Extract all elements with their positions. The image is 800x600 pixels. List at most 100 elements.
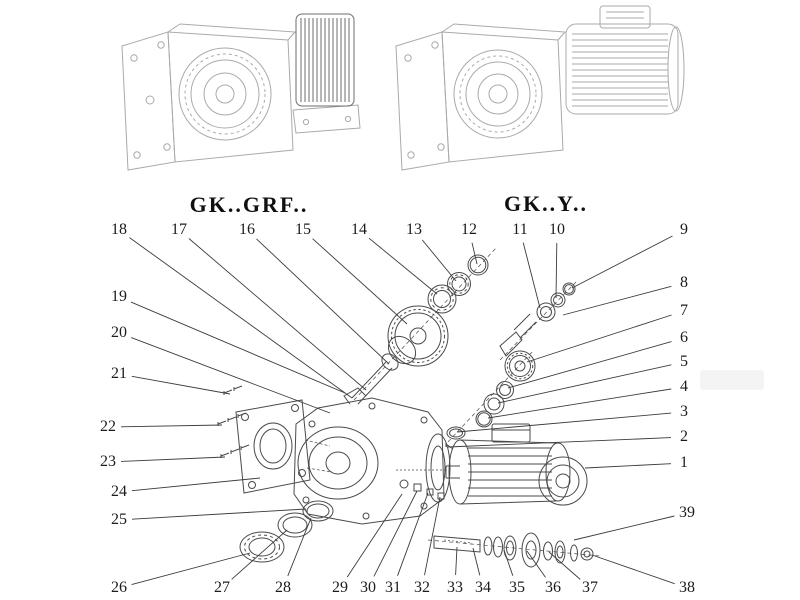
part-number-20: 20 (111, 324, 127, 341)
leader-line-36 (526, 550, 546, 578)
leader-line-9 (571, 235, 673, 289)
electric-motor (445, 423, 588, 506)
part-number-13: 13 (406, 221, 422, 238)
part-number-30: 30 (360, 579, 376, 596)
leader-line-39 (573, 515, 675, 541)
part-number-22: 22 (100, 418, 116, 435)
assembly-drawing-gk-grf (121, 13, 361, 171)
part-number-19: 19 (111, 288, 127, 305)
part-number-32: 32 (414, 579, 430, 596)
leader-line-10 (555, 242, 558, 299)
spur-gear (504, 350, 536, 382)
part-number-33: 33 (447, 579, 463, 596)
leader-line-26 (131, 552, 251, 586)
exploded-view (217, 247, 601, 568)
part-number-29: 29 (332, 579, 348, 596)
part-number-27: 27 (214, 579, 230, 596)
leader-line-18 (129, 237, 353, 399)
leader-line-28 (287, 517, 312, 577)
leader-line-29 (346, 493, 403, 578)
retaining-ring (467, 254, 489, 276)
part-number-23: 23 (100, 453, 116, 470)
leader-line-5 (497, 364, 672, 404)
leader-line-7 (526, 314, 672, 363)
part-number-25: 25 (111, 511, 127, 528)
part-number-16: 16 (239, 221, 255, 238)
leader-line-21 (131, 375, 231, 395)
intermediate-gear-stack (445, 350, 536, 450)
motor-assembled (565, 5, 685, 115)
leader-line-24 (131, 477, 261, 492)
leader-line-31 (397, 492, 429, 576)
leader-line-11 (522, 242, 541, 309)
part-number-18: 18 (111, 221, 127, 238)
leader-line-25 (131, 508, 307, 520)
leader-line-8 (562, 285, 672, 316)
leader-line-34 (472, 547, 481, 576)
model-label-gk-y: GK..Y.. (503, 191, 589, 216)
part-number-9: 9 (680, 221, 688, 238)
part-number-12: 12 (461, 221, 477, 238)
part-number-38: 38 (679, 579, 695, 596)
output-bearing-and-rings (239, 500, 334, 563)
part-number-17: 17 (171, 221, 187, 238)
gear-housing (293, 387, 451, 525)
part-number-28: 28 (275, 579, 291, 596)
leader-line-19 (130, 301, 346, 394)
shaft-gear (521, 532, 541, 568)
leader-line-6 (507, 341, 672, 389)
ball-bearing (427, 284, 457, 314)
leader-line-27 (231, 529, 288, 580)
output-shaft-assembly (433, 532, 594, 568)
part-number-26: 26 (111, 579, 127, 596)
leader-line-20 (131, 337, 331, 414)
leader-line-3 (456, 412, 672, 433)
part-number-2: 2 (680, 428, 688, 445)
part-number-24: 24 (111, 483, 127, 500)
part-number-8: 8 (680, 274, 688, 291)
leader-line-16 (256, 238, 390, 365)
leader-line-30 (373, 490, 418, 577)
part-number-1: 1 (680, 454, 688, 471)
leader-line-37 (548, 551, 581, 580)
leader-line-33 (455, 546, 458, 576)
helical-gear (387, 305, 449, 367)
leader-line-14 (368, 237, 438, 295)
bevel-pinion-assembly (499, 282, 576, 357)
leader-line-22 (120, 424, 223, 428)
assembly-drawing-gk-y (395, 5, 685, 171)
cooling-fin-cap (295, 13, 355, 107)
input-shaft-assembly (351, 254, 489, 405)
part-number-6: 6 (680, 329, 688, 346)
part-number-10: 10 (549, 221, 565, 238)
part-number-5: 5 (680, 353, 688, 370)
part-number-35: 35 (509, 579, 525, 596)
leader-line-23 (120, 456, 226, 462)
leader-line-38 (591, 554, 675, 585)
part-number-11: 11 (512, 221, 528, 238)
model-label-gk-grf: GK..GRF.. (189, 192, 309, 217)
leader-line-35 (503, 549, 514, 576)
part-number-31: 31 (385, 579, 401, 596)
leader-line-1 (584, 463, 672, 469)
part-number-4: 4 (680, 378, 688, 395)
watermark (700, 370, 764, 390)
leader-line-2 (447, 437, 672, 448)
leader-line-13 (421, 239, 457, 282)
leader-line-17 (188, 238, 367, 391)
bolt-set (217, 385, 250, 458)
part-number-39: 39 (679, 504, 695, 521)
fan-cover (538, 456, 588, 506)
part-number-15: 15 (295, 221, 311, 238)
part-number-3: 3 (680, 403, 688, 420)
part-number-7: 7 (680, 302, 688, 319)
part-number-14: 14 (351, 221, 367, 238)
part-number-34: 34 (475, 579, 491, 596)
fasteners-and-keys (396, 469, 448, 500)
leader-line-32 (424, 496, 441, 576)
ball-bearing (447, 272, 471, 296)
part-number-37: 37 (582, 579, 598, 596)
